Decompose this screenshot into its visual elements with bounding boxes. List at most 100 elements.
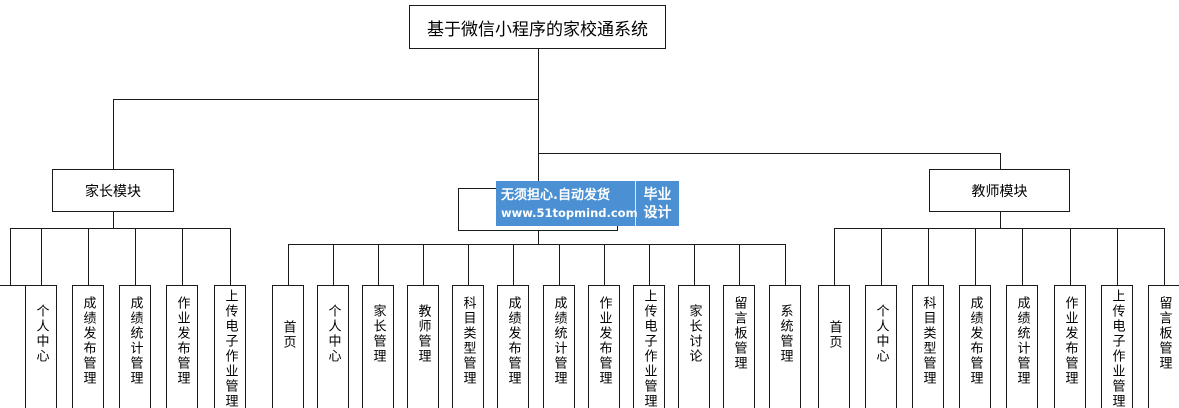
leaf-node: 系统管理 <box>769 285 801 408</box>
leaf-node: 教师管理 <box>407 285 439 408</box>
leaf-stem <box>88 228 89 285</box>
watermark-side1: 毕业 <box>643 186 672 203</box>
leaf-stem <box>975 228 976 285</box>
leaf-label: 教师管理 <box>415 304 431 364</box>
module-teacher-label: 教师模块 <box>971 183 1028 200</box>
watermark-line2: www.51topmind.com <box>501 205 638 220</box>
module-bar-1 <box>288 244 786 245</box>
leaf-node: 家长管理 <box>362 285 394 408</box>
leaf-node: 个人中心 <box>865 285 897 408</box>
leaf-label: 作业发布管理 <box>1062 296 1078 386</box>
leaf-label: 上传电子作业管理 <box>1109 289 1125 408</box>
leaf-node: 首页 <box>818 285 850 408</box>
leaf-label: 成绩发布管理 <box>967 296 983 386</box>
leaf-node: 家长讨论 <box>678 285 710 408</box>
leaf-label: 留言板管理 <box>1156 296 1172 371</box>
leaf-stem <box>333 244 334 285</box>
leaf-label: 成绩发布管理 <box>80 296 96 386</box>
leaf-stem <box>182 228 183 285</box>
leaf-node: 作业发布管理 <box>1054 285 1086 408</box>
watermark-line1: 无须担心.自动发货 <box>501 187 610 203</box>
drop-to-teacher <box>1000 153 1001 169</box>
leaf-label: 成绩统计管理 <box>1014 296 1030 386</box>
leaf-node: 成绩发布管理 <box>497 285 529 408</box>
leaf-stem <box>378 244 379 285</box>
leaf-node: 作业发布管理 <box>166 285 198 408</box>
leaf-label: 作业发布管理 <box>596 296 612 386</box>
leaf-node: 成绩发布管理 <box>959 285 991 408</box>
leaf-label: 成绩发布管理 <box>505 296 521 386</box>
leaf-label: 科目类型管理 <box>460 296 476 386</box>
leaf-node <box>0 285 26 408</box>
leaf-label: 成绩统计管理 <box>551 296 567 386</box>
module-bar-0 <box>10 228 231 229</box>
leaf-node: 成绩统计管理 <box>1006 285 1038 408</box>
module-teacher: 教师模块 <box>929 169 1070 212</box>
module-parent-label: 家长模块 <box>85 183 141 200</box>
module-bar-2 <box>834 228 1165 229</box>
leaf-stem <box>604 244 605 285</box>
leaf-label: 首页 <box>826 320 842 350</box>
leaf-node: 科目类型管理 <box>452 285 484 408</box>
leaf-label: 留言板管理 <box>731 296 747 371</box>
drop-to-parent <box>113 99 114 169</box>
leaf-label: 首页 <box>280 320 296 350</box>
leaf-stem <box>649 244 650 285</box>
leaf-label: 科目类型管理 <box>920 296 936 386</box>
leaf-stem <box>1164 228 1165 285</box>
leaf-stem <box>513 244 514 285</box>
leaf-label: 作业发布管理 <box>174 296 190 386</box>
leaf-node: 留言板管理 <box>1148 285 1179 408</box>
leaf-node: 首页 <box>272 285 304 408</box>
leaf-stem <box>881 228 882 285</box>
root-node: 基于微信小程序的家校通系统 <box>409 5 666 49</box>
leaf-stem <box>135 228 136 285</box>
leaf-node: 成绩发布管理 <box>72 285 104 408</box>
root-trunk <box>538 49 539 188</box>
leaf-node: 上传电子作业管理 <box>214 285 246 408</box>
leaf-label: 个人中心 <box>325 304 341 364</box>
leaf-stem <box>1022 228 1023 285</box>
leaf-label: 成绩统计管理 <box>127 296 143 386</box>
leaf-stem <box>928 228 929 285</box>
watermark-text: 无须担心.自动发货 www.51topmind.com <box>496 181 638 226</box>
module-parent: 家长模块 <box>52 169 174 212</box>
module-stem-1 <box>538 231 539 244</box>
leaf-stem <box>10 228 11 285</box>
leaf-node: 留言板管理 <box>723 285 755 408</box>
leaf-node: 上传电子作业管理 <box>1101 285 1133 408</box>
leaf-node: 科目类型管理 <box>912 285 944 408</box>
leaf-stem <box>785 244 786 285</box>
leaf-stem <box>230 228 231 285</box>
leaf-stem <box>559 244 560 285</box>
leaf-stem <box>468 244 469 285</box>
leaf-stem <box>1117 228 1118 285</box>
leaf-stem <box>694 244 695 285</box>
branch-to-teacher <box>538 153 1001 154</box>
module-stem-2 <box>1000 212 1001 228</box>
watermark-side2: 设计 <box>643 204 672 221</box>
leaf-node: 成绩统计管理 <box>543 285 575 408</box>
module-stem-0 <box>113 212 114 228</box>
leaf-label: 上传电子作业管理 <box>641 289 657 408</box>
leaf-stem <box>41 228 42 285</box>
leaf-label: 个人中心 <box>873 304 889 364</box>
root-label: 基于微信小程序的家校通系统 <box>427 19 648 40</box>
leaf-node: 作业发布管理 <box>588 285 620 408</box>
leaf-label: 个人中心 <box>33 304 49 364</box>
leaf-stem <box>288 244 289 285</box>
leaf-node: 成绩统计管理 <box>119 285 151 408</box>
leaf-node: 上传电子作业管理 <box>633 285 665 408</box>
leaf-stem <box>739 244 740 285</box>
leaf-label: 家长管理 <box>370 304 386 364</box>
leaf-stem <box>1070 228 1071 285</box>
leaf-node: 个人中心 <box>317 285 349 408</box>
leaf-label: 上传电子作业管理 <box>222 289 238 408</box>
leaf-label: 系统管理 <box>777 304 793 364</box>
leaf-node: 个人中心 <box>25 285 57 408</box>
watermark-side: 毕业 设计 <box>635 181 679 226</box>
leaf-stem <box>423 244 424 285</box>
watermark-badge: 无须担心.自动发货 www.51topmind.com 毕业 设计 <box>496 181 679 226</box>
branch-to-parent <box>113 99 539 100</box>
